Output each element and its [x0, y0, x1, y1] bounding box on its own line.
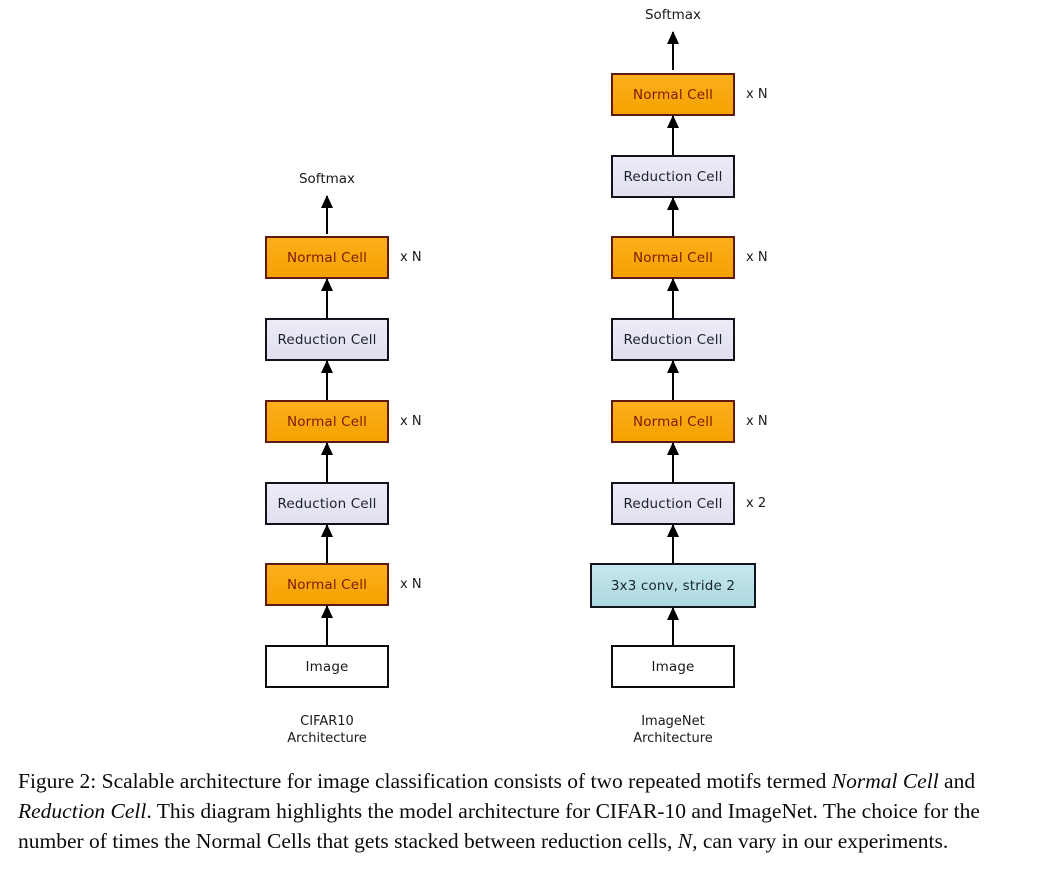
multiplier-label-imagenet-4: x N — [746, 413, 768, 429]
caption-emphasis-normal-cell: Normal Cell — [831, 769, 939, 793]
normal-cell-block-cifar10-0[interactable]: Normal Cell — [265, 236, 389, 279]
architecture-caption-line1: CIFAR10 — [300, 714, 354, 729]
arrow-head-icon — [667, 524, 679, 537]
arrow-shaft — [672, 361, 674, 400]
arrow-shaft — [672, 32, 674, 70]
caption-text-1: Figure 2: Scalable architecture for imag… — [18, 769, 832, 793]
arrow-shaft — [326, 279, 328, 318]
arrow-shaft — [672, 116, 674, 155]
arrow-head-icon — [667, 360, 679, 373]
output-label-cifar10: Softmax — [298, 171, 356, 187]
multiplier-label-imagenet-2: x N — [746, 249, 768, 265]
arrow-shaft — [672, 608, 674, 645]
arrow-head-icon — [321, 360, 333, 373]
multiplier-label-cifar10-2: x N — [400, 413, 422, 429]
arrow-head-icon — [667, 278, 679, 291]
block-label: Reduction Cell — [623, 495, 723, 512]
arrow-head-icon — [667, 442, 679, 455]
block-label: Normal Cell — [286, 413, 368, 430]
conv-block-imagenet-6[interactable]: 3x3 conv, stride 2 — [590, 563, 756, 608]
block-label: Normal Cell — [632, 86, 714, 103]
normal-cell-block-cifar10-2[interactable]: Normal Cell — [265, 400, 389, 443]
multiplier-label-cifar10-4: x N — [400, 576, 422, 592]
arrow-head-icon — [321, 195, 333, 208]
output-label-imagenet: Softmax — [644, 7, 702, 23]
architecture-caption-line1: ImageNet — [641, 714, 705, 729]
reduction-cell-block-imagenet-3[interactable]: Reduction Cell — [611, 318, 735, 361]
image-input-block-imagenet-7[interactable]: Image — [611, 645, 735, 688]
reduction-cell-block-cifar10-1[interactable]: Reduction Cell — [265, 318, 389, 361]
arrow-head-icon — [667, 115, 679, 128]
figure-caption: Figure 2: Scalable architecture for imag… — [18, 766, 1026, 856]
normal-cell-block-imagenet-4[interactable]: Normal Cell — [611, 400, 735, 443]
block-label: Reduction Cell — [277, 331, 377, 348]
block-label: Reduction Cell — [623, 168, 723, 185]
block-label: Image — [305, 658, 349, 675]
arrow-head-icon — [321, 605, 333, 618]
arrow-shaft — [326, 443, 328, 482]
arrow-shaft — [672, 443, 674, 482]
architecture-caption-line2: Architecture — [633, 731, 713, 746]
caption-text-2: and — [938, 769, 976, 793]
arrow-shaft — [326, 361, 328, 400]
multiplier-label-imagenet-5: x 2 — [746, 495, 767, 511]
arrow-shaft — [672, 279, 674, 318]
reduction-cell-block-imagenet-5[interactable]: Reduction Cell — [611, 482, 735, 525]
arrow-head-icon — [321, 278, 333, 291]
normal-cell-block-cifar10-4[interactable]: Normal Cell — [265, 563, 389, 606]
block-label: Normal Cell — [286, 249, 368, 266]
caption-emphasis-n: N — [677, 829, 693, 853]
image-input-block-cifar10-5[interactable]: Image — [265, 645, 389, 688]
block-label: Image — [651, 658, 695, 675]
block-label: Reduction Cell — [277, 495, 377, 512]
normal-cell-block-imagenet-2[interactable]: Normal Cell — [611, 236, 735, 279]
block-label: Reduction Cell — [623, 331, 723, 348]
caption-emphasis-reduction-cell: Reduction Cell — [18, 799, 147, 823]
arrow-head-icon — [321, 442, 333, 455]
arrow-shaft — [326, 196, 328, 234]
block-label: Normal Cell — [632, 249, 714, 266]
arrow-shaft — [326, 606, 328, 645]
caption-text-4: , can vary in our experiments. — [692, 829, 949, 853]
arrow-shaft — [672, 525, 674, 563]
arrow-shaft — [672, 198, 674, 236]
caption-text-3: . This diagram highlights the model arch… — [18, 799, 980, 853]
reduction-cell-block-cifar10-3[interactable]: Reduction Cell — [265, 482, 389, 525]
arrow-head-icon — [321, 524, 333, 537]
block-label: Normal Cell — [286, 576, 368, 593]
arrow-shaft — [326, 525, 328, 563]
normal-cell-block-imagenet-0[interactable]: Normal Cell — [611, 73, 735, 116]
block-label: Normal Cell — [632, 413, 714, 430]
arrow-head-icon — [667, 607, 679, 620]
multiplier-label-cifar10-0: x N — [400, 249, 422, 265]
reduction-cell-block-imagenet-1[interactable]: Reduction Cell — [611, 155, 735, 198]
arrow-head-icon — [667, 31, 679, 44]
arrow-head-icon — [667, 197, 679, 210]
block-label: 3x3 conv, stride 2 — [610, 577, 736, 594]
architecture-caption-line2: Architecture — [287, 731, 367, 746]
multiplier-label-imagenet-0: x N — [746, 86, 768, 102]
